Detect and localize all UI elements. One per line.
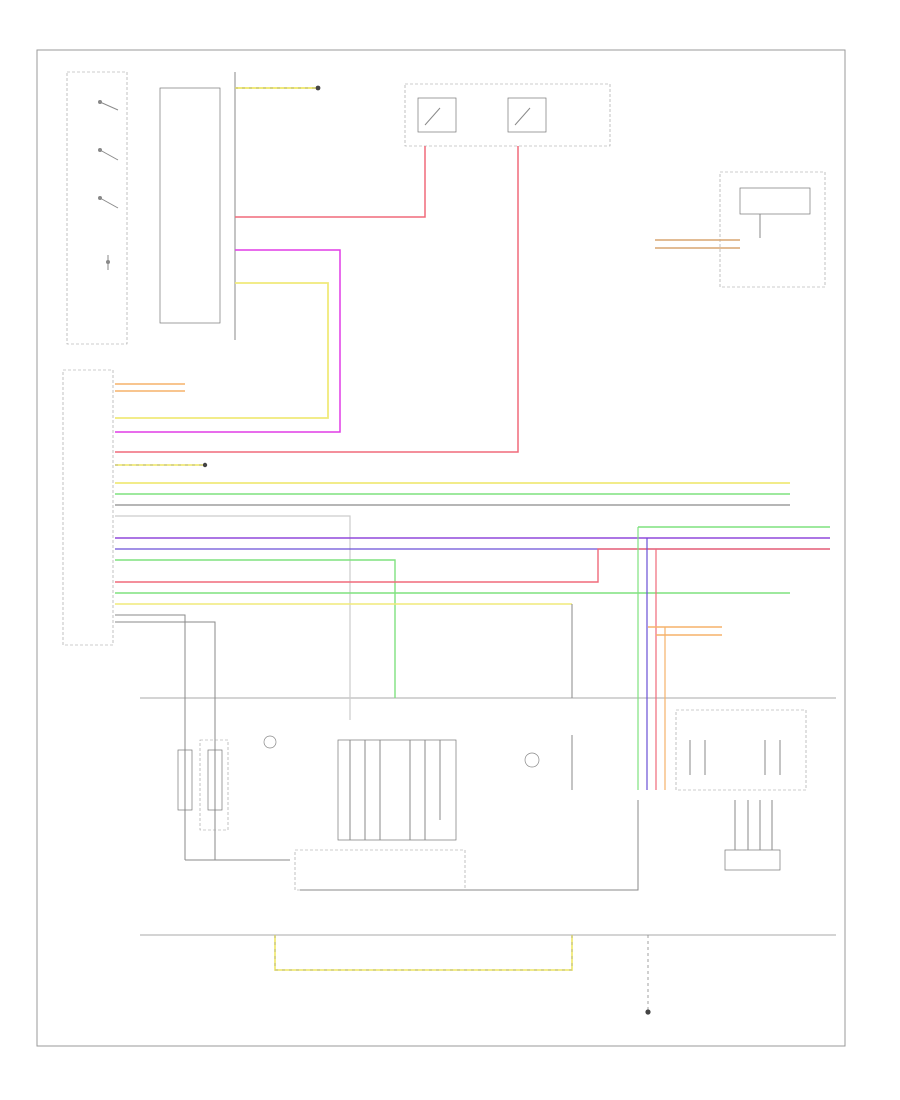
left-fog-lamp — [524, 735, 573, 790]
light-switch — [66, 71, 236, 345]
left-headlamp-assembly — [294, 739, 466, 891]
left-lamps — [177, 735, 290, 861]
control-module-wires — [115, 383, 830, 860]
diagram-frame — [36, 49, 846, 1047]
ground-bottom — [274, 935, 651, 1015]
control-module — [62, 369, 114, 646]
light-switch-outputs — [115, 146, 519, 453]
right-bus — [637, 526, 830, 790]
ground-top — [235, 85, 321, 91]
right-headlamp-assembly — [300, 709, 807, 891]
fuse-block — [404, 83, 611, 147]
instrument-cluster — [655, 171, 826, 288]
